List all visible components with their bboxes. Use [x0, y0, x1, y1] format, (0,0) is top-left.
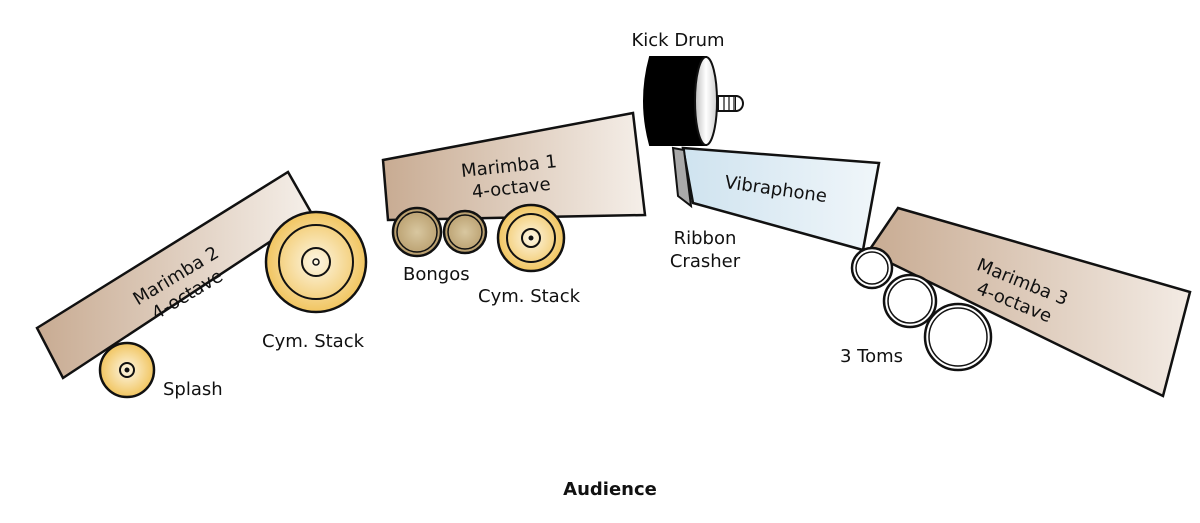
ribbon-crasher: Ribbon Crasher — [670, 146, 741, 272]
marimba-1: Marimba 1 4-octave — [381, 111, 647, 222]
kick-drum-label: Kick Drum — [631, 30, 724, 51]
ribbon-crasher-label-1: Ribbon — [674, 228, 737, 249]
vibraphone: Vibraphone — [681, 146, 881, 252]
splash-label: Splash — [163, 379, 223, 400]
kick-drum: Kick Drum — [631, 30, 744, 146]
bongos: Bongos — [391, 206, 488, 285]
audience-label: Audience — [563, 479, 657, 500]
ribbon-crasher-label-2: Crasher — [670, 251, 741, 272]
cymbal-stack-center: Cym. Stack — [478, 203, 581, 307]
cym-stack-center-label: Cym. Stack — [478, 286, 581, 307]
splash-cymbal: Splash — [98, 341, 223, 400]
cym-stack-left-label: Cym. Stack — [262, 331, 365, 352]
cymbal-stack-left: Cym. Stack — [262, 210, 368, 352]
toms: 3 Toms — [840, 246, 993, 372]
bongos-label: Bongos — [403, 264, 470, 285]
toms-label: 3 Toms — [840, 346, 903, 367]
